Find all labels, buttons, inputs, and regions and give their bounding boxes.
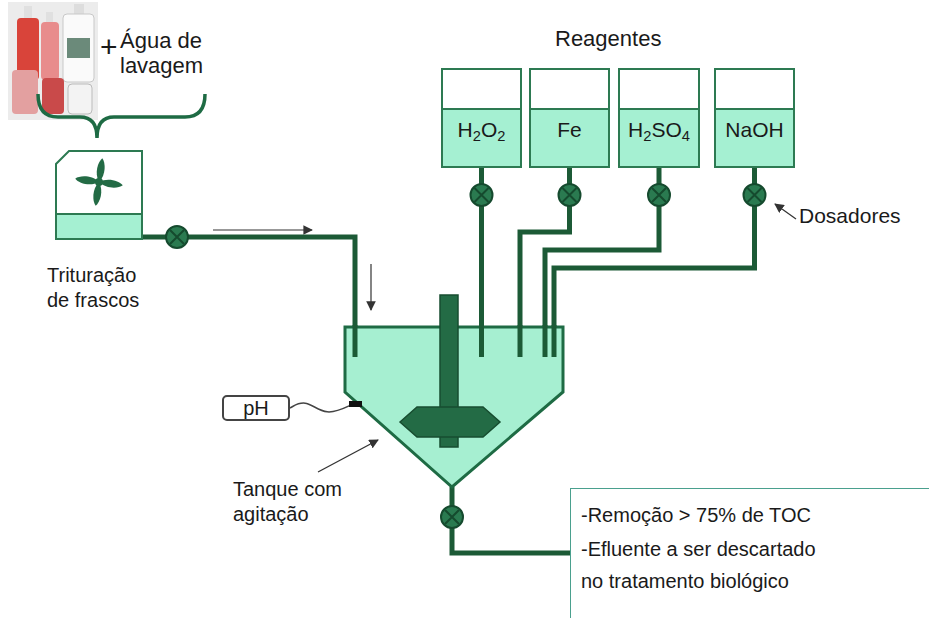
reagent-tank: H2O2 xyxy=(441,68,522,168)
formula-part: O xyxy=(481,118,497,141)
sensor-wire xyxy=(290,403,353,412)
node-label: Tanque com agitação xyxy=(233,477,358,527)
result-box: -Remoção > 75% de TOC-Efluente a ser des… xyxy=(570,488,929,618)
bottle xyxy=(12,70,38,114)
leader-arrow xyxy=(775,204,796,219)
pipe-inlet xyxy=(479,325,484,357)
stirred-tank: Tanque com agitação xyxy=(345,327,563,489)
reagent-tank: H2SO4 xyxy=(618,68,700,168)
formula-part: SO xyxy=(651,118,681,141)
valve xyxy=(744,184,766,206)
formula-part: H xyxy=(458,118,473,141)
tank-outline xyxy=(345,327,563,489)
valve-body xyxy=(471,184,493,206)
bottle xyxy=(42,78,64,114)
reagent-tank: Fe xyxy=(529,68,610,168)
pipe xyxy=(545,168,659,327)
pipe-inlet xyxy=(518,325,523,357)
formula-part: H xyxy=(628,118,643,141)
grinder-outline xyxy=(55,150,143,240)
pipe xyxy=(143,237,355,327)
bottle xyxy=(41,22,59,80)
grinder-hub xyxy=(95,178,103,186)
bottles-picture xyxy=(8,2,98,120)
bottle xyxy=(68,84,92,114)
bottle-neck xyxy=(24,6,32,20)
valve xyxy=(559,184,581,206)
valve xyxy=(441,506,463,528)
bottle-label xyxy=(67,38,90,58)
valve-body xyxy=(744,184,766,206)
valve xyxy=(648,184,670,206)
valve-cross xyxy=(563,188,577,202)
valve-body xyxy=(559,184,581,206)
grinder-content xyxy=(56,214,142,239)
subscript: 4 xyxy=(682,128,690,144)
callout-label: Dosadores xyxy=(799,204,901,228)
stirrer-impeller xyxy=(400,407,500,437)
node-label: H2O2 xyxy=(458,118,506,142)
grinder-box: Trituração de frascos xyxy=(55,150,143,240)
formula-part: Fe xyxy=(557,118,582,141)
note-text: -Efluente a ser descartado no tratamento… xyxy=(581,533,831,597)
valve-cross xyxy=(170,230,184,244)
flow-arrow xyxy=(213,229,312,230)
note-text: -Remoção > 75% de TOC xyxy=(581,499,811,531)
ph-meter: pH xyxy=(222,395,290,421)
pipe-inlet xyxy=(353,325,358,357)
picture-ground xyxy=(8,2,98,120)
bracket xyxy=(38,94,205,138)
node-label: NaOH xyxy=(725,118,783,142)
node-label: Fe xyxy=(557,118,582,142)
subscript: 2 xyxy=(473,128,481,144)
pipe xyxy=(554,168,755,327)
valve-cross xyxy=(748,188,762,202)
plus-sign: + xyxy=(100,30,118,65)
grinder-body xyxy=(56,151,142,239)
valve-body xyxy=(166,226,188,248)
node-label: pH xyxy=(243,398,269,418)
bottle xyxy=(63,14,94,82)
reagent-tank: NaOH xyxy=(714,68,795,168)
node-label: H2SO4 xyxy=(628,118,690,142)
pipe-inlet xyxy=(552,325,557,357)
valve-cross xyxy=(652,188,666,202)
leader-arrow xyxy=(318,440,378,472)
node-label: Trituração de frascos xyxy=(47,263,159,313)
valve xyxy=(471,184,493,206)
flow-arrow xyxy=(370,264,371,310)
valve xyxy=(166,226,188,248)
input-label: Água de lavagem xyxy=(120,28,225,79)
group-heading: Reagentes xyxy=(555,26,661,51)
pipe xyxy=(452,487,570,553)
valve-cross xyxy=(475,188,489,202)
subscript: 2 xyxy=(643,128,651,144)
formula-part: NaOH xyxy=(725,118,783,141)
valve-body xyxy=(648,184,670,206)
ph-probe xyxy=(349,401,362,407)
pipe-inlet xyxy=(543,325,548,357)
valve-cross xyxy=(445,510,459,524)
subscript: 2 xyxy=(497,128,505,144)
valve-body xyxy=(441,506,463,528)
